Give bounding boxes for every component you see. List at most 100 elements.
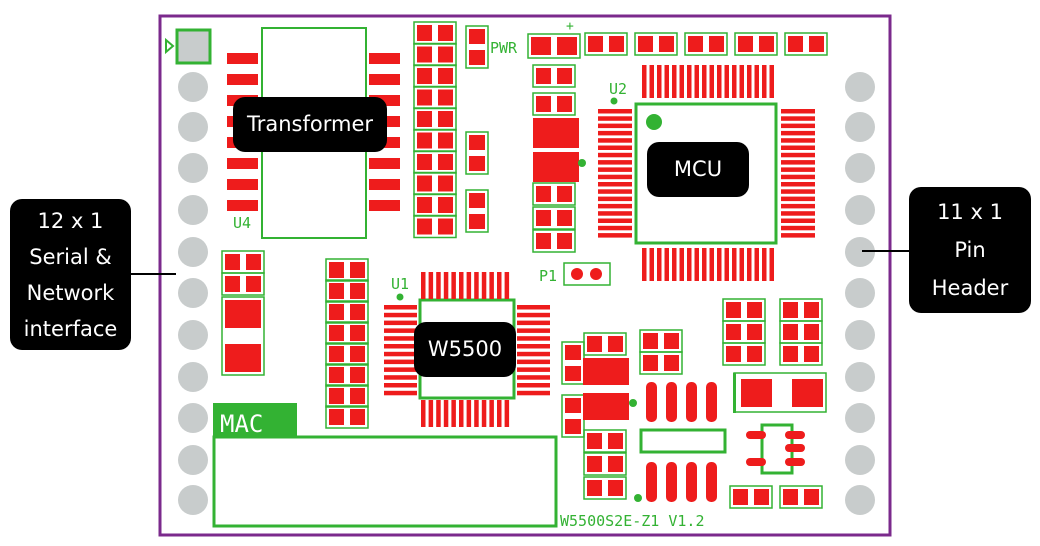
component-outline <box>583 332 627 356</box>
component-outline <box>325 363 369 387</box>
mcu-pad <box>747 65 752 98</box>
mcu-pad <box>679 65 684 98</box>
pad <box>726 302 741 318</box>
capacitor-pad <box>583 358 629 385</box>
mcu-pad <box>732 248 737 281</box>
w5500-pad <box>481 272 487 299</box>
mcu-pad <box>747 248 752 281</box>
sot-pad <box>746 431 766 439</box>
w5500-pad <box>436 272 441 299</box>
component-outline <box>325 279 369 303</box>
header-pin-left <box>178 237 208 267</box>
pad <box>417 175 432 192</box>
pad <box>438 197 453 213</box>
mcu-pad <box>781 174 815 180</box>
pad <box>417 89 432 106</box>
header-pin-left <box>178 362 208 392</box>
soic-pad <box>706 382 717 422</box>
pad <box>804 302 819 318</box>
mcu-pad <box>781 130 815 136</box>
mcu-pad <box>762 248 767 281</box>
pad <box>587 336 602 352</box>
pad <box>664 333 679 349</box>
mcu-pin1-dot <box>646 114 662 130</box>
pad <box>557 68 572 84</box>
component-outline <box>583 476 627 500</box>
pad <box>329 388 344 404</box>
u2-dot <box>610 97 618 105</box>
mcu-pad <box>642 248 647 281</box>
component-outline <box>729 485 773 509</box>
mcu-pad <box>664 248 669 281</box>
mcu-pad <box>598 160 632 165</box>
w5500-pad <box>517 375 550 380</box>
mcu-pad <box>598 152 632 158</box>
component-outline <box>465 25 489 69</box>
mcu-label: MCU <box>647 142 749 197</box>
pad <box>350 388 365 404</box>
header-pin-right <box>845 72 875 102</box>
pad <box>329 283 344 299</box>
header-pin-left <box>178 195 208 225</box>
w5500-pad <box>384 312 417 318</box>
component-outline <box>325 405 369 429</box>
mcu-pad <box>702 248 707 281</box>
w5500-pad <box>428 400 434 427</box>
w5500-pad <box>421 272 426 299</box>
silk-mac: MAC <box>220 410 263 438</box>
pad <box>733 489 748 505</box>
pad <box>565 398 581 413</box>
mcu-pad <box>642 65 647 98</box>
pad <box>469 29 485 44</box>
w5500-pad <box>384 390 417 396</box>
mcu-pad <box>598 167 632 172</box>
mcu-pad <box>781 233 815 238</box>
header-pin-left <box>178 445 208 475</box>
w5500-pad <box>517 390 550 396</box>
mac-label-box <box>213 403 297 437</box>
mcu-pad <box>739 65 744 98</box>
pad <box>438 218 453 235</box>
mcu-pad <box>739 248 744 281</box>
mcu-pad <box>717 65 722 98</box>
transformer-label: Transformer <box>233 97 387 152</box>
header-pin-right <box>845 112 875 142</box>
header-pin-left <box>178 112 208 142</box>
w5500-label: W5500 <box>414 322 516 377</box>
pad <box>536 186 551 202</box>
soic-pad <box>666 462 677 502</box>
soic-pad <box>706 462 717 502</box>
pad <box>783 489 798 505</box>
mcu-pad <box>717 248 722 281</box>
transformer-pad <box>369 95 400 106</box>
header-pin-left <box>178 153 208 183</box>
pad <box>783 324 798 340</box>
left-header-label: 12 x 1 Serial & Network interface <box>10 199 131 350</box>
mcu-pad <box>598 196 632 202</box>
transformer-pad <box>227 179 258 190</box>
pad <box>350 367 365 383</box>
capacitor-pad <box>583 393 629 420</box>
mcu-pad <box>754 248 759 281</box>
pad <box>588 36 603 52</box>
w5500-pad <box>474 400 479 427</box>
pad <box>329 262 344 278</box>
w5500-pad <box>517 359 550 365</box>
mcu-pad <box>781 182 815 187</box>
component-outline <box>325 300 369 324</box>
w5500-pad <box>466 272 472 299</box>
pad <box>759 36 774 52</box>
mcu-pad <box>781 225 815 231</box>
header-pin-right <box>845 485 875 515</box>
mcu-pad <box>598 182 632 187</box>
pad <box>417 218 432 235</box>
header-pin-right <box>845 278 875 308</box>
pad <box>350 346 365 362</box>
w5500-pad <box>517 320 550 326</box>
pad <box>557 96 572 112</box>
pad <box>565 419 581 434</box>
pad <box>557 210 572 226</box>
mcu-pad <box>769 65 774 98</box>
silk-u2: U2 <box>609 80 627 98</box>
w5500-pad <box>489 272 494 299</box>
